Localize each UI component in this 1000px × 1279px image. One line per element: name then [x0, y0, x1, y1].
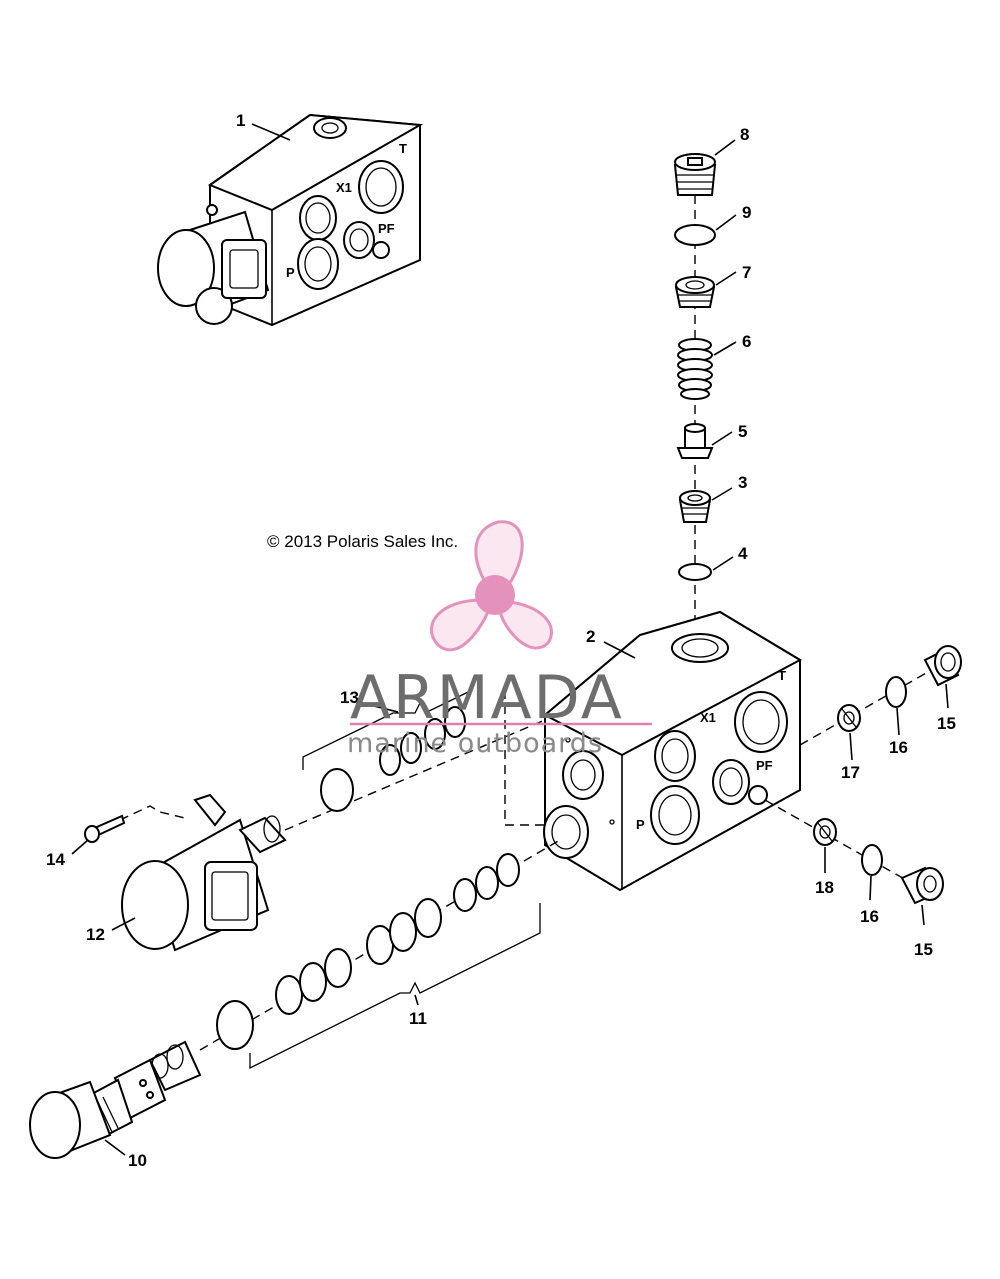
port-label-p-upper: P	[286, 265, 295, 280]
guide-line-port-pf	[764, 799, 916, 886]
leader-4	[712, 556, 734, 571]
leader-16-lower	[869, 875, 872, 901]
leader-16-upper	[896, 707, 900, 736]
guide-line-port-t	[799, 667, 936, 746]
port-label-pf-upper: PF	[378, 221, 395, 236]
leader-9	[715, 214, 737, 231]
o-ring-part-4	[678, 563, 712, 581]
watermark-tagline: marine outboards	[347, 728, 603, 759]
leader-8	[714, 139, 736, 156]
spring-part-6	[677, 338, 713, 400]
callout-5: 5	[738, 422, 747, 441]
leader-5	[711, 431, 733, 446]
callout-17: 17	[841, 763, 860, 782]
orifice-part-18	[813, 818, 837, 846]
seal-kit-part-13	[320, 706, 466, 812]
callout-1: 1	[236, 111, 245, 130]
leader-7	[715, 271, 737, 286]
callout-16-upper: 16	[889, 738, 908, 757]
cartridge-valve-part-10	[29, 1040, 202, 1159]
callout-14: 14	[46, 850, 65, 869]
port-label-t-upper: T	[399, 141, 407, 156]
callout-4: 4	[738, 544, 748, 563]
bracket-13	[302, 691, 469, 770]
callout-6: 6	[742, 332, 751, 351]
leader-10	[104, 1139, 126, 1156]
leader-2	[603, 641, 636, 659]
plug-part-15-upper	[923, 645, 962, 687]
port-label-x1-upper: X1	[336, 180, 352, 195]
port-label-t-main: T	[778, 668, 786, 683]
callout-12: 12	[86, 925, 105, 944]
copyright-text: © 2013 Polaris Sales Inc.	[267, 532, 458, 551]
o-ring-part-9	[674, 224, 716, 246]
callout-11: 11	[409, 1009, 427, 1028]
port-label-p-main: P	[636, 817, 645, 832]
plug-part-7	[674, 276, 716, 308]
callout-7: 7	[742, 263, 751, 282]
watermark-brand: ARMADA	[350, 663, 624, 733]
leader-6	[713, 341, 737, 356]
callout-2: 2	[586, 627, 595, 646]
plug-part-15-lower	[900, 866, 944, 905]
screw-part-14	[84, 814, 126, 843]
valve-assembly-part-1	[157, 113, 424, 327]
callout-10: 10	[128, 1151, 147, 1170]
guide-line-solenoid	[504, 690, 545, 826]
bracket-11	[249, 903, 541, 1070]
leader-11	[414, 994, 419, 1006]
seat-part-3	[678, 490, 712, 523]
callout-8: 8	[740, 125, 749, 144]
valve-block-part-2	[543, 610, 803, 892]
leader-1	[251, 123, 291, 141]
leader-3	[711, 487, 733, 501]
o-ring-part-16-lower	[861, 844, 883, 876]
callout-16-lower: 16	[860, 907, 879, 926]
leader-17	[849, 732, 853, 761]
callout-13: 13	[340, 688, 359, 707]
leader-15-lower	[921, 904, 925, 926]
leader-13	[357, 701, 399, 713]
guide-line-seal-kit-13	[284, 719, 546, 831]
leader-14	[71, 839, 89, 855]
poppet-part-5	[676, 423, 714, 459]
port-label-x1-main: X1	[700, 710, 716, 725]
callout-9: 9	[742, 203, 751, 222]
callout-18: 18	[815, 878, 834, 897]
orifice-part-17	[837, 704, 861, 732]
plug-part-8	[673, 153, 717, 196]
leader-12	[111, 917, 136, 931]
port-label-pf-main: PF	[756, 758, 773, 773]
guide-line-screw-14	[119, 805, 186, 821]
callout-3: 3	[738, 473, 747, 492]
callout-15-upper: 15	[937, 714, 956, 733]
callout-15-lower: 15	[914, 940, 933, 959]
armada-propeller-logo	[429, 520, 554, 652]
seal-kit-part-11	[216, 853, 520, 1050]
o-ring-part-16-upper	[885, 676, 907, 708]
solenoid-coil-part-12	[121, 793, 287, 952]
leader-15-upper	[945, 683, 949, 709]
